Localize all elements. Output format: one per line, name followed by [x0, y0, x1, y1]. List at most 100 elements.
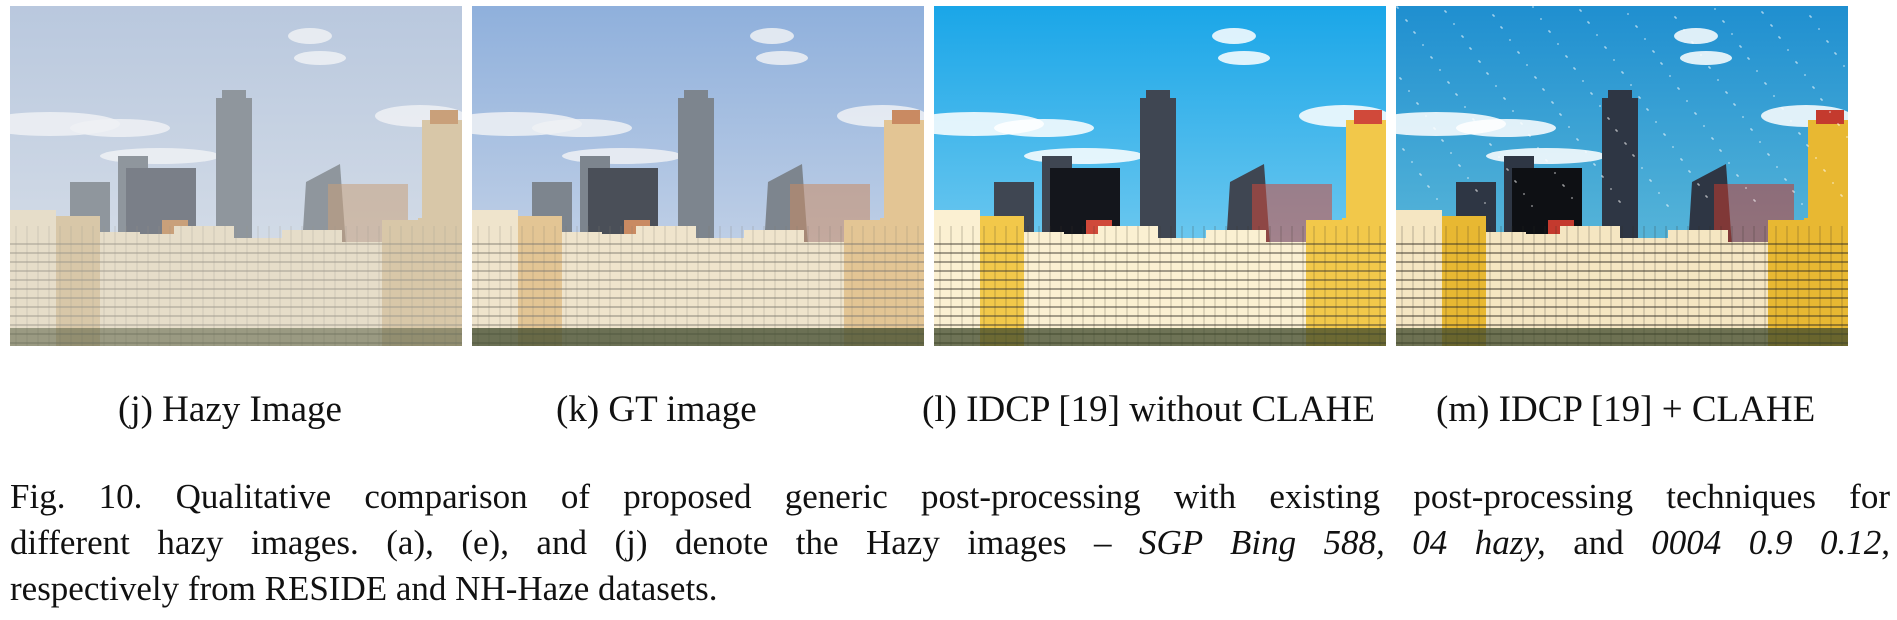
noise [1843, 65, 1845, 67]
cloud [756, 51, 808, 65]
noise [1542, 88, 1544, 90]
noise [1473, 119, 1475, 121]
noise [1635, 25, 1637, 27]
noise [1431, 57, 1433, 59]
noise [1712, 138, 1714, 140]
noise [1694, 112, 1696, 114]
caption-text: , [1881, 523, 1891, 562]
noise [1736, 174, 1738, 176]
noise [1419, 173, 1421, 175]
noise [1608, 118, 1610, 120]
gt-image-panel [472, 6, 924, 346]
noise [1674, 16, 1676, 18]
noise [1441, 139, 1443, 141]
noise [1782, 108, 1784, 110]
noise [1747, 57, 1749, 59]
noise [1824, 170, 1826, 172]
tower [1602, 98, 1638, 248]
noise [1406, 20, 1408, 22]
noise [1604, 46, 1606, 48]
noise [1742, 116, 1744, 118]
noise [1686, 100, 1688, 102]
noise [1566, 56, 1568, 58]
noise [1759, 141, 1761, 143]
noise [1417, 103, 1419, 105]
noise [1405, 19, 1407, 21]
caption-line-3: respectively from RESIDE and NH-Haze dat… [10, 569, 718, 608]
noise [1717, 79, 1719, 81]
noise [1436, 198, 1438, 200]
noise [1546, 160, 1548, 162]
noise [1520, 122, 1522, 124]
noise [1545, 159, 1547, 161]
noise [1459, 165, 1461, 167]
noise [1425, 115, 1427, 117]
noise [1639, 97, 1641, 99]
caption-line-2: different hazy images. (a), (e), and (j)… [10, 520, 1890, 566]
noise [1832, 182, 1834, 184]
noise [1658, 192, 1660, 194]
noise [1616, 130, 1618, 132]
trees [1396, 328, 1848, 346]
foreground-building [880, 218, 924, 346]
noise [1579, 9, 1581, 11]
noise [1683, 29, 1685, 31]
noise [1430, 56, 1432, 58]
noise [1532, 6, 1534, 8]
noise [1573, 67, 1575, 69]
foreground-building [1306, 220, 1346, 346]
noise [1823, 169, 1825, 171]
noise [1785, 179, 1787, 181]
noise [1458, 164, 1460, 166]
noise [1411, 161, 1413, 163]
noise [1420, 174, 1422, 176]
trees [472, 328, 924, 346]
foreground-building [934, 210, 980, 346]
noise [1528, 134, 1530, 136]
noise [1722, 20, 1724, 22]
noise [1593, 163, 1595, 165]
noise [1764, 82, 1766, 84]
noise [1512, 110, 1514, 112]
noise [1467, 177, 1469, 179]
noise [1580, 10, 1582, 12]
noise [1691, 41, 1693, 43]
noise [1439, 69, 1441, 71]
noise [1515, 181, 1517, 183]
noise [1621, 71, 1623, 73]
noise [1829, 111, 1831, 113]
noise [1549, 31, 1551, 33]
noise [1837, 123, 1839, 125]
noise [1771, 25, 1773, 27]
clahe-image-panel [1396, 6, 1848, 346]
noise [1486, 72, 1488, 74]
noise [1447, 81, 1449, 83]
idcp-without-clahe-image [934, 6, 1386, 346]
noise [1427, 185, 1429, 187]
noise [1846, 136, 1848, 138]
noise [1664, 134, 1666, 136]
noise [1422, 44, 1424, 46]
noise [1590, 92, 1592, 94]
noise [1470, 48, 1472, 50]
noise [1697, 183, 1699, 185]
caption-text: and [1545, 523, 1652, 562]
noise [1442, 140, 1444, 142]
noise [1619, 201, 1621, 203]
noise [1624, 142, 1626, 144]
foreground-building [472, 210, 518, 346]
noise [1554, 172, 1556, 174]
building-top [430, 110, 458, 124]
noise [1770, 24, 1772, 26]
tower [678, 98, 714, 248]
noise [1529, 135, 1531, 137]
noise [1587, 21, 1589, 23]
noise [1396, 6, 1398, 8]
noise [1479, 61, 1481, 63]
noise [1714, 8, 1716, 10]
foreground-building [382, 220, 422, 346]
noise [1734, 104, 1736, 106]
noise [1719, 149, 1721, 151]
panel-label-m: (m) IDCP [19] + CLAHE [1436, 389, 1816, 430]
noise [1740, 46, 1742, 48]
